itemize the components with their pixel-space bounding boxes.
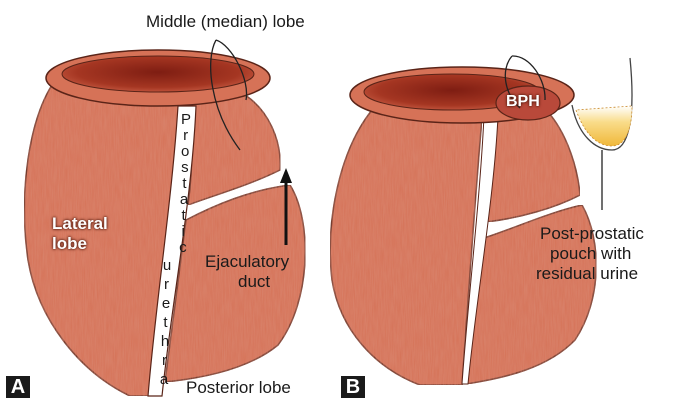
- urethra-letter: h: [158, 334, 172, 350]
- urethra-letter: t: [159, 315, 173, 331]
- bladder-lumen-a: [62, 56, 254, 92]
- urethra-letter: t: [177, 176, 191, 192]
- residual-urine: [576, 106, 632, 146]
- urethra-letter: c: [176, 240, 190, 256]
- ejaculatory-duct-label-2: duct: [238, 272, 270, 292]
- urethra-letter: r: [158, 353, 172, 369]
- urethra-letter: e: [159, 296, 173, 312]
- middle-lobe-label: Middle (median) lobe: [146, 12, 305, 32]
- bph-label: BPH: [506, 92, 540, 112]
- urethra-letter: i: [176, 224, 190, 240]
- pouch-label-2: pouch with: [550, 244, 631, 264]
- middle-lobe-b: [486, 112, 580, 222]
- urethra-letter: u: [160, 258, 174, 274]
- lateral-lobe-label-2: lobe: [52, 234, 87, 254]
- urethra-letter: r: [160, 277, 174, 293]
- urethra-letter: s: [178, 160, 192, 176]
- ejaculatory-duct-label-1: Ejaculatory: [205, 252, 289, 272]
- urethra-letter: a: [177, 192, 191, 208]
- lateral-lobe-label-1: Lateral: [52, 214, 108, 234]
- panel-b-tag: B: [341, 376, 365, 398]
- pouch-label-1: Post-prostatic: [540, 224, 644, 244]
- urethra-letter: t: [177, 208, 191, 224]
- posterior-lobe-label: Posterior lobe: [186, 378, 291, 398]
- ejaculatory-arrow-head: [280, 168, 292, 183]
- lateral-lobe-b: [330, 110, 482, 385]
- urethra-letter: P: [179, 112, 193, 128]
- panel-b-drawing: [330, 56, 632, 385]
- urethra-letter: o: [178, 144, 192, 160]
- pouch-label-3: residual urine: [536, 264, 638, 284]
- urethra-letter: a: [157, 372, 171, 388]
- urethra-letter: r: [179, 128, 193, 144]
- panel-a-tag: A: [6, 376, 30, 398]
